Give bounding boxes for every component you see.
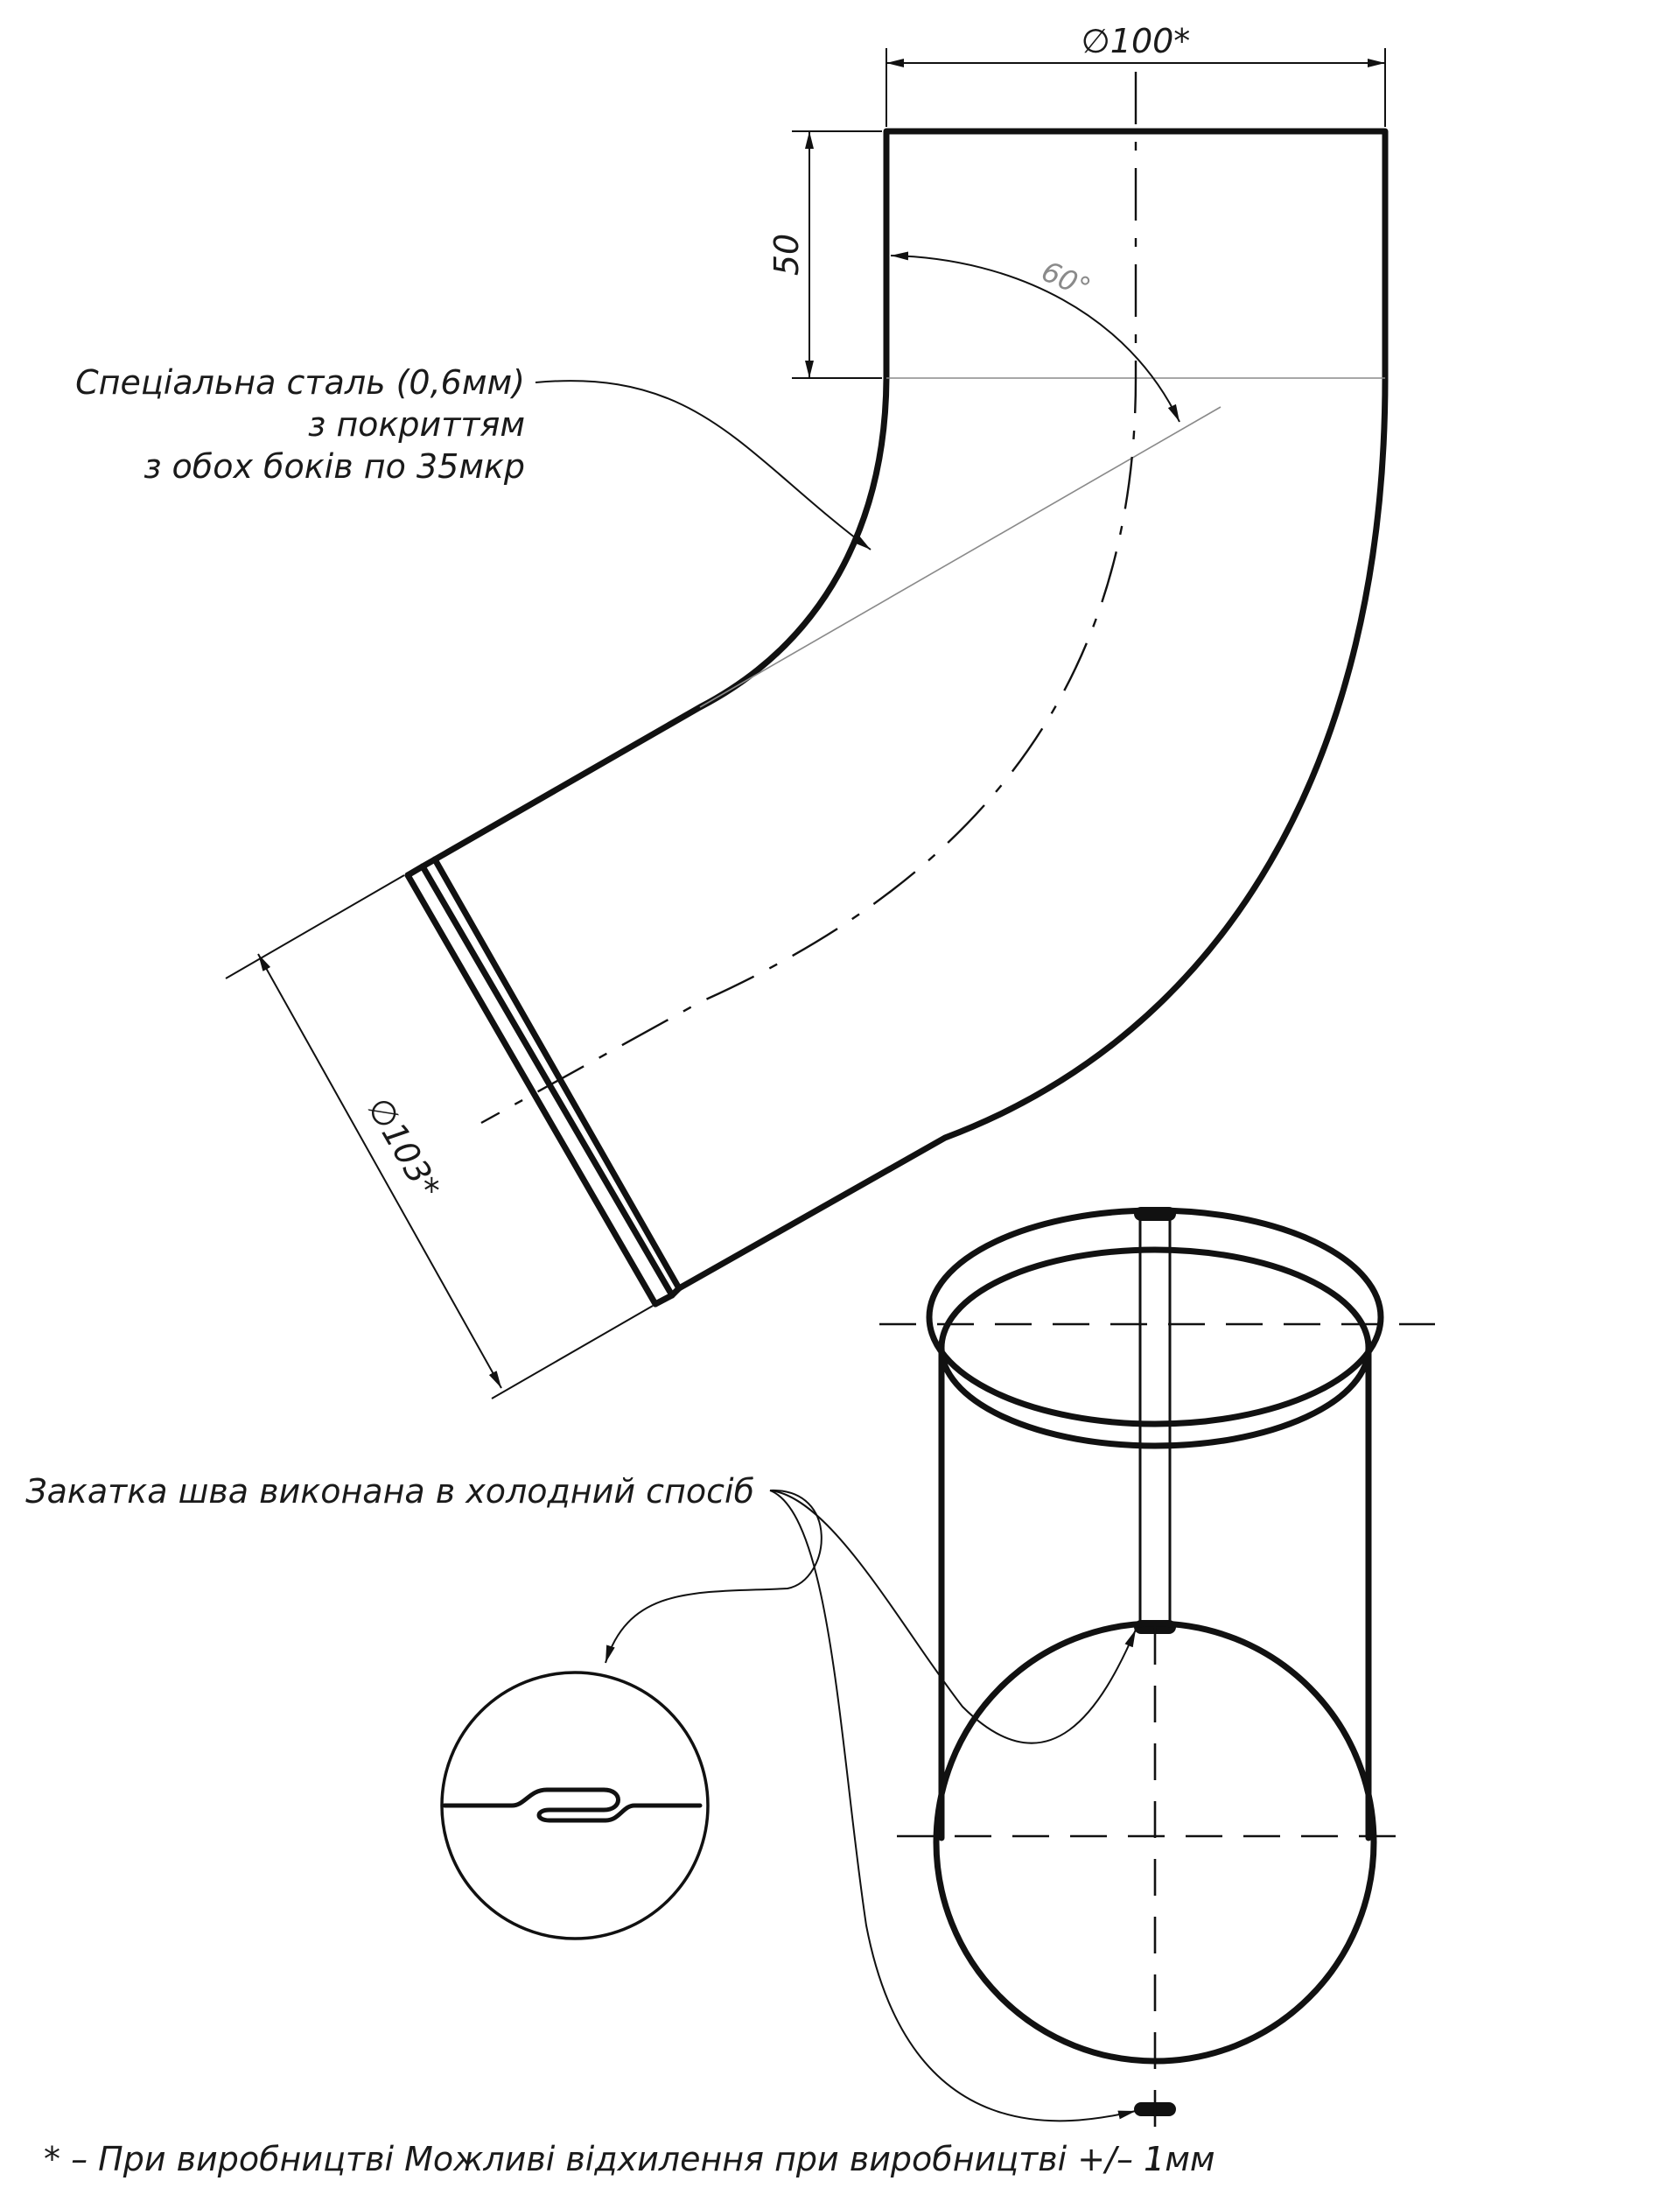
outlet-diameter-label: ∅103* xyxy=(360,1091,447,1205)
material-note: Спеціальна сталь (0,6мм) з покриттям з о… xyxy=(75,363,872,551)
seam-top-mark xyxy=(1134,1207,1176,1221)
straight-length-label: 50 xyxy=(767,234,806,276)
top-diameter-dimension: ∅100* xyxy=(886,22,1386,127)
elbow-side-view xyxy=(404,72,1389,1308)
elbow-outer-wall xyxy=(676,375,1389,1292)
top-diameter-label: ∅100* xyxy=(1082,22,1191,60)
elbow-outlet-collar xyxy=(404,856,682,1308)
outlet-diameter-dimension: ∅103* xyxy=(225,874,654,1399)
material-note-line2: з покриттям xyxy=(308,405,525,444)
seam-leader-bottom xyxy=(769,1490,1137,2122)
angle-label: 60° xyxy=(1037,255,1096,305)
seam-note-text: Закатка шва виконана в холодний спосіб xyxy=(25,1472,754,1511)
straight-length-dimension: 50 xyxy=(767,130,882,379)
elbow-centerline xyxy=(480,72,1138,1125)
seam-detail-circle xyxy=(440,1671,710,1940)
material-note-line1: Спеціальна сталь (0,6мм) xyxy=(75,363,525,402)
seam-leader-mid xyxy=(769,1490,1137,1744)
seam-note: Закатка шва виконана в холодний спосіб xyxy=(25,1472,1137,2122)
material-note-line3: з обох боків по 35мкр xyxy=(144,447,525,486)
seam-profile xyxy=(442,1787,703,1823)
seam-detail xyxy=(440,1671,710,1940)
pipe-top-rim-outer xyxy=(926,1207,1384,1427)
pipe-top-rim-inner xyxy=(938,1246,1372,1449)
elbow-top-section xyxy=(883,128,1389,382)
seam-leader-detail xyxy=(605,1489,822,1664)
material-leader xyxy=(535,380,872,551)
bend-end-line xyxy=(699,406,1222,708)
pipe-section-view xyxy=(879,1207,1435,2170)
footnote: * – При виробництві Можливі відхилення п… xyxy=(44,2140,1215,2178)
